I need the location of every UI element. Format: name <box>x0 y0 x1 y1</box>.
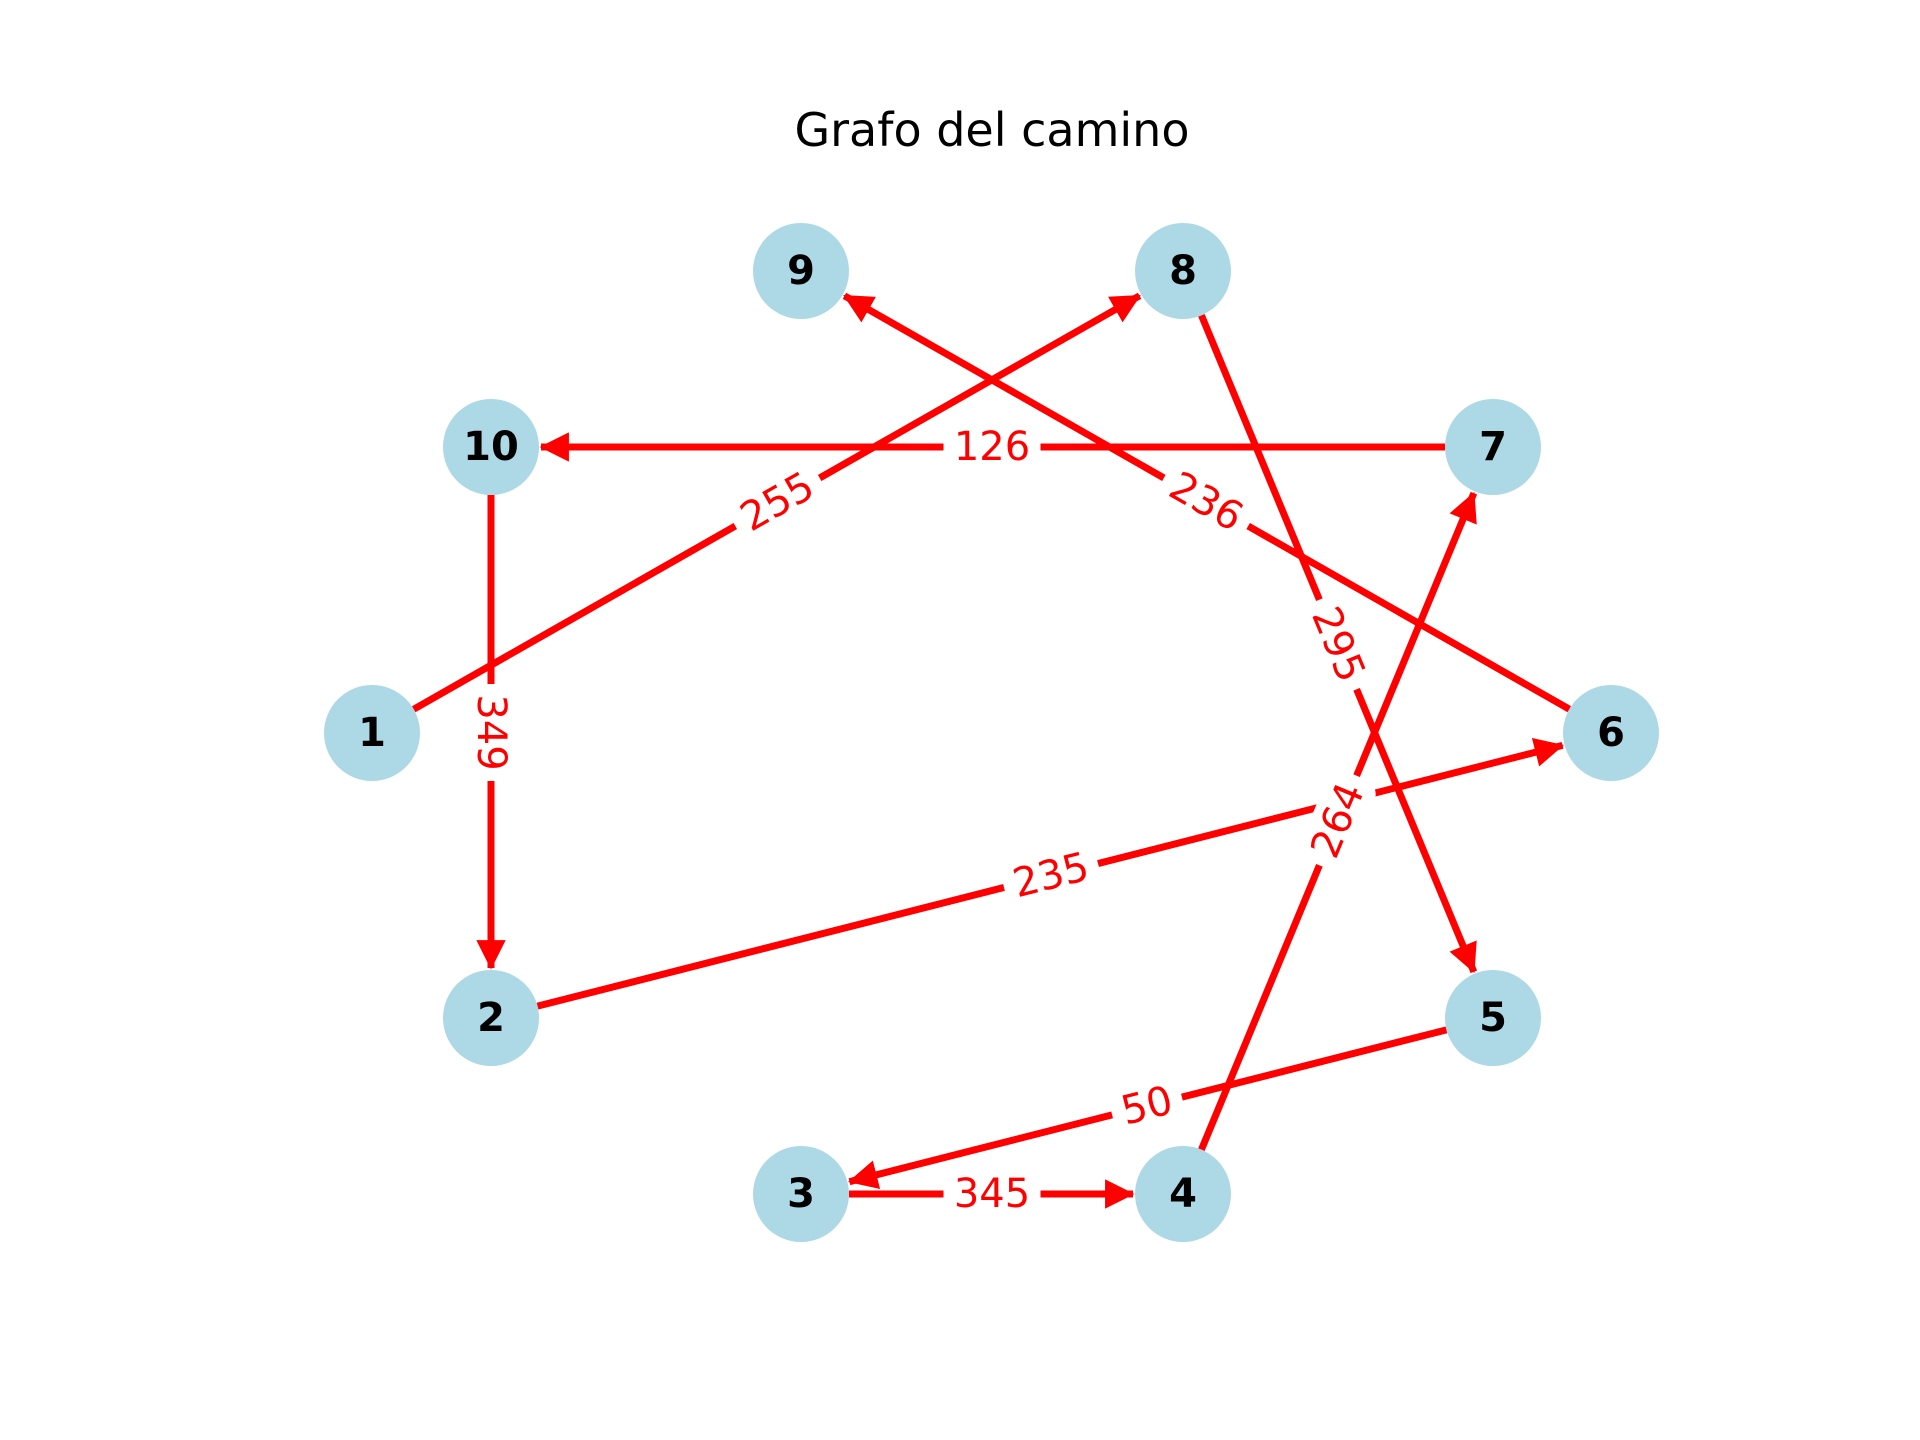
node-label: 1 <box>358 710 386 756</box>
edge-weight-label: 345 <box>954 1171 1030 1217</box>
edge-weight-label: 235 <box>1008 844 1093 907</box>
node-1: 1 <box>324 685 420 781</box>
edge-weight-label-background <box>728 461 827 543</box>
node-circle <box>753 1146 849 1242</box>
node-label: 6 <box>1597 710 1625 756</box>
edge-weight-label: 126 <box>954 424 1030 470</box>
edge-weight-label-background <box>1001 841 1101 910</box>
edge-weight-label: 349 <box>468 694 514 770</box>
edge-weight-label-background <box>1156 461 1256 543</box>
node-circle <box>1135 1146 1231 1242</box>
node-4: 4 <box>1135 1146 1231 1242</box>
node-circle <box>1445 399 1541 495</box>
edge-weight-label-group: 236 <box>1156 461 1256 543</box>
node-label: 7 <box>1479 424 1507 470</box>
edge-weight-label-group: 349 <box>465 684 517 781</box>
edge-weight-label-group: 264 <box>1300 770 1376 871</box>
graph-title: Grafo del camino <box>795 103 1190 157</box>
edge-weight-label-group: 126 <box>943 421 1041 473</box>
edge-weight-label-group: 50 <box>1109 1075 1185 1137</box>
node-circle <box>443 399 539 495</box>
edge-labels-layer: 255 295 50 345 264 126 349 235 236 <box>465 421 1376 1220</box>
edge-weight-label-group: 345 <box>943 1168 1041 1220</box>
node-label: 3 <box>787 1171 815 1217</box>
edge-weight-label-background <box>465 684 517 781</box>
edge-weight-label-group: 235 <box>1001 841 1101 910</box>
edge-weight-label-group: 295 <box>1300 594 1376 695</box>
edge-weight-label-background <box>943 1168 1041 1220</box>
node-9: 9 <box>753 223 849 319</box>
node-8: 8 <box>1135 223 1231 319</box>
node-label: 8 <box>1169 248 1197 294</box>
edge-weight-label-background <box>943 421 1041 473</box>
edge-weight-label-group: 255 <box>728 461 827 543</box>
node-5: 5 <box>1445 970 1541 1066</box>
edge-weight-label-background <box>1109 1075 1185 1137</box>
node-label: 5 <box>1479 995 1507 1041</box>
node-circle <box>1445 970 1541 1066</box>
node-2: 2 <box>443 970 539 1066</box>
node-circle <box>324 685 420 781</box>
node-6: 6 <box>1563 685 1659 781</box>
node-10: 10 <box>443 399 539 495</box>
node-7: 7 <box>1445 399 1541 495</box>
node-circle <box>753 223 849 319</box>
node-3: 3 <box>753 1146 849 1242</box>
edge-weight-label-background <box>1300 594 1376 695</box>
node-label: 10 <box>463 424 519 470</box>
node-circle <box>443 970 539 1066</box>
node-label: 2 <box>477 995 505 1041</box>
node-label: 9 <box>787 248 815 294</box>
node-circle <box>1135 223 1231 319</box>
node-circle <box>1563 685 1659 781</box>
edge-weight-label-background <box>1300 770 1376 871</box>
node-label: 4 <box>1169 1171 1197 1217</box>
